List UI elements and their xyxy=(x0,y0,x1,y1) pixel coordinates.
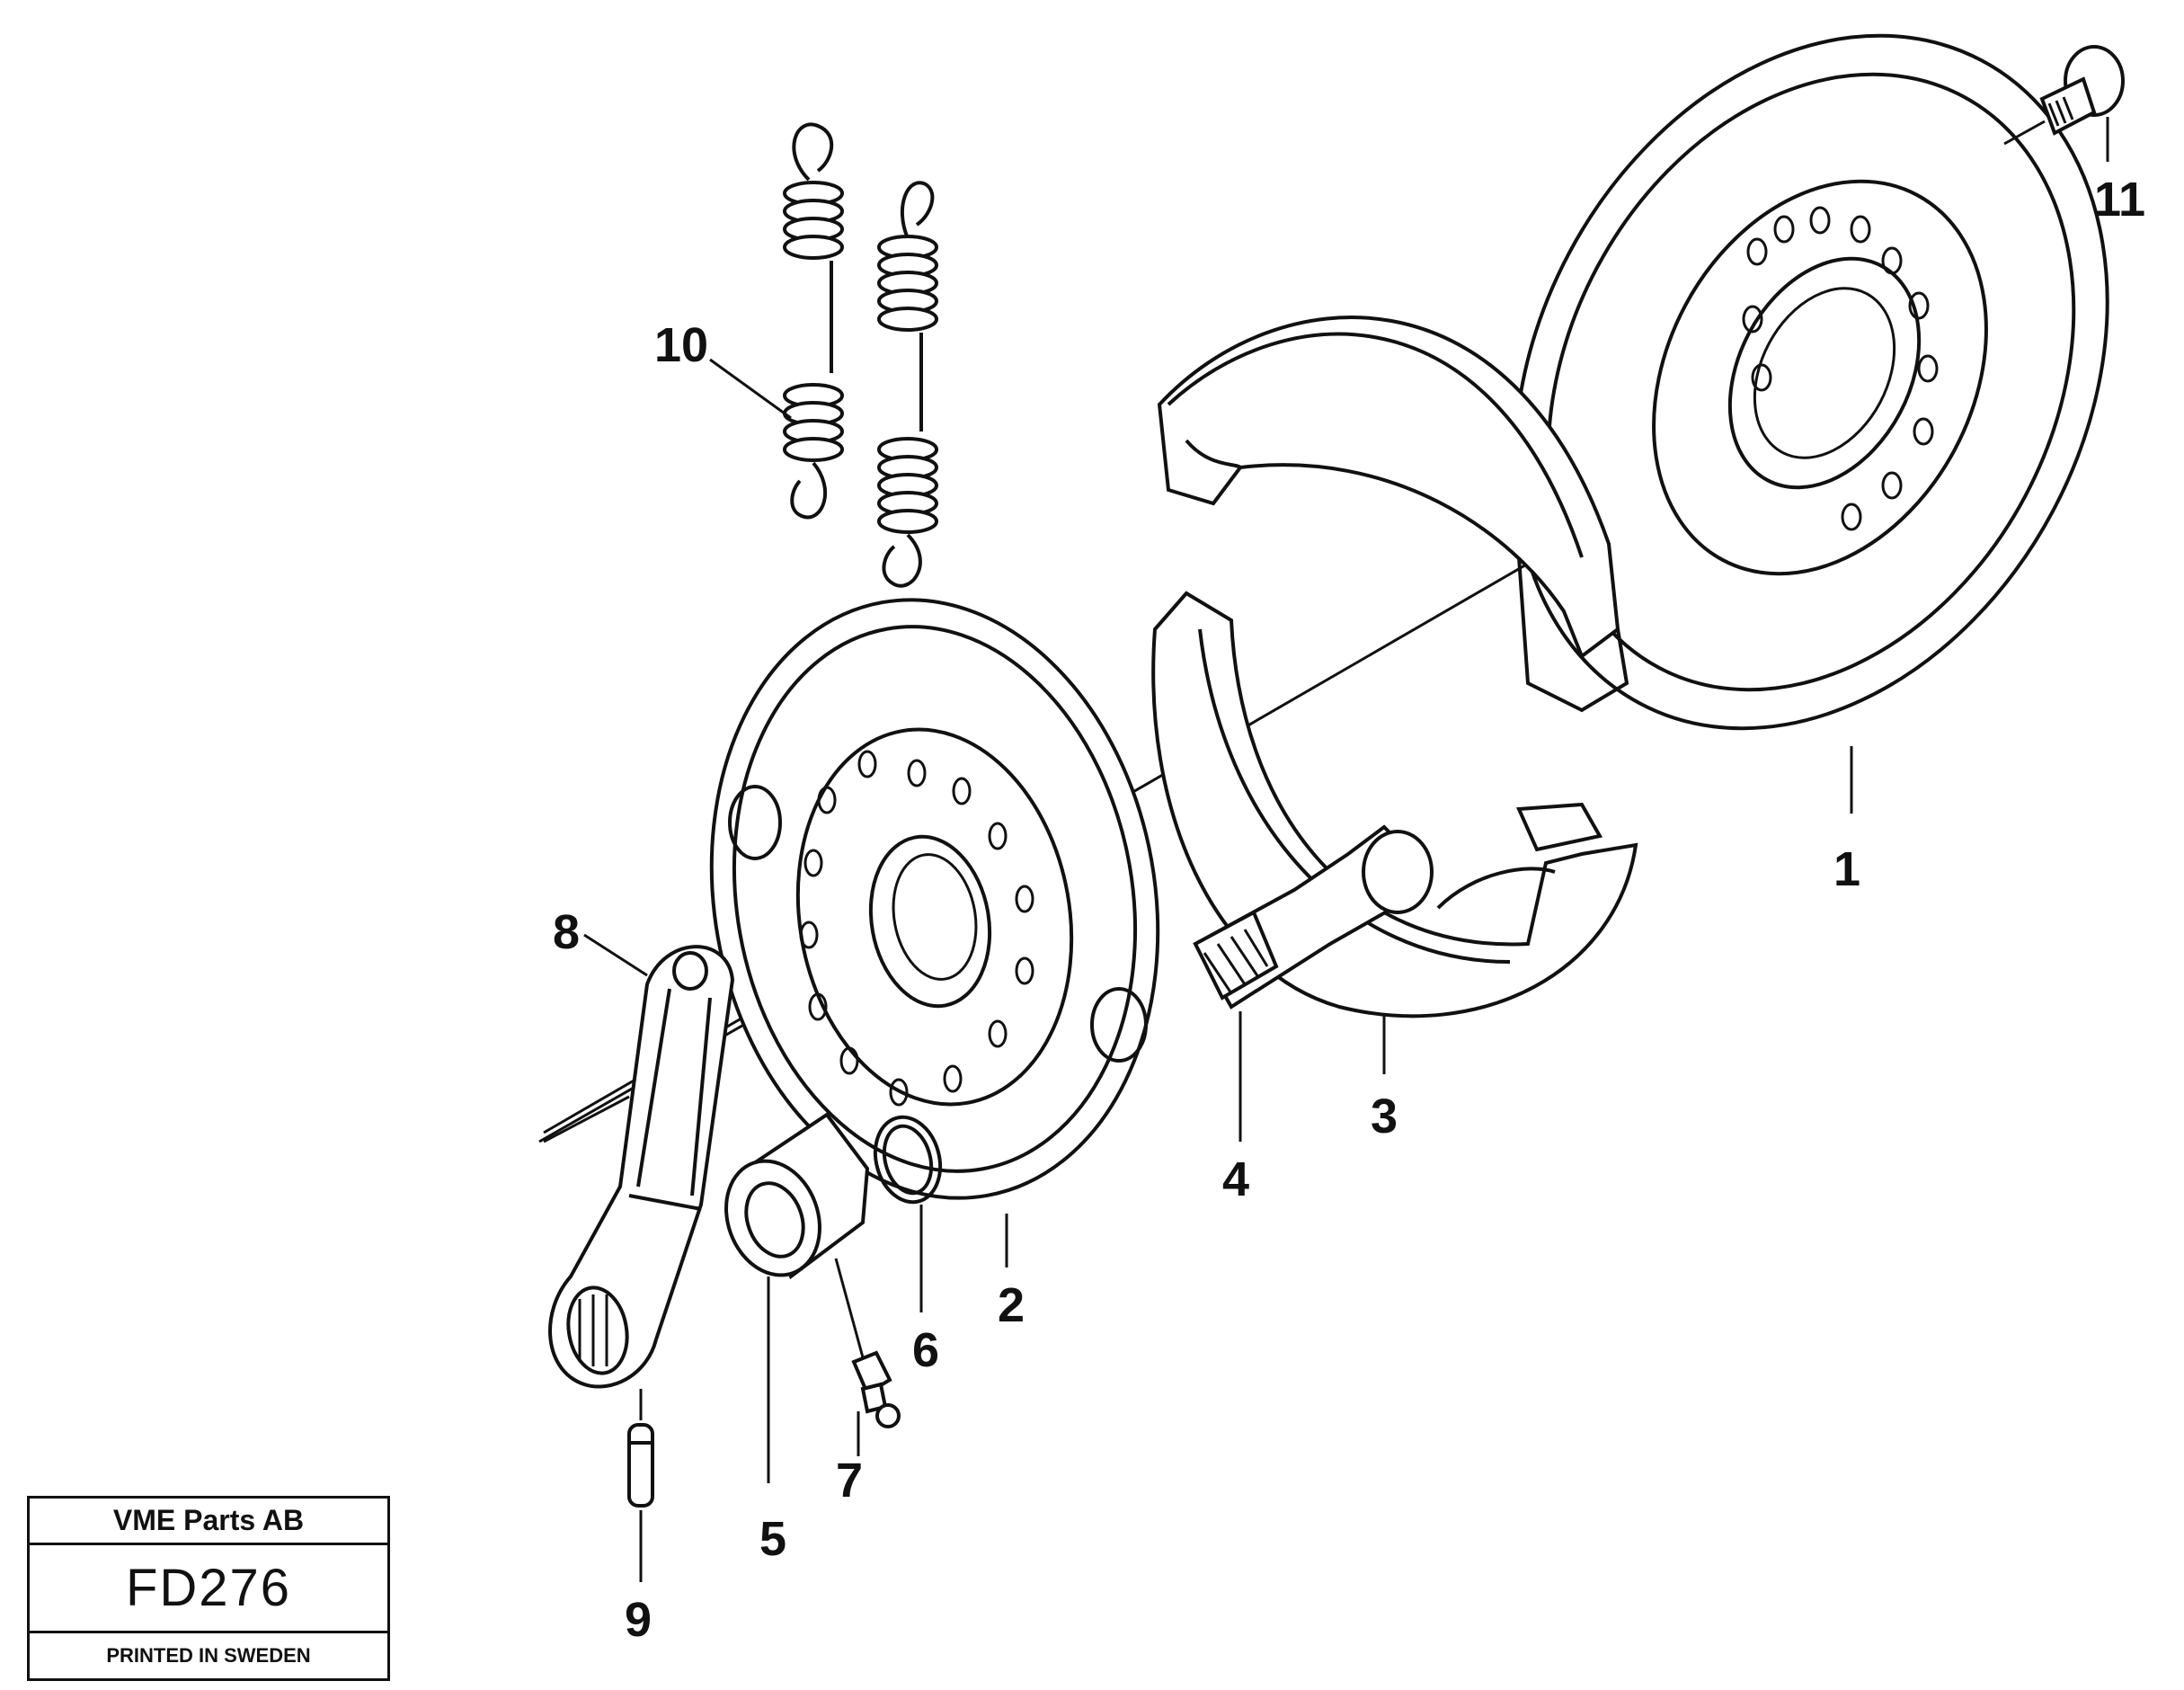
title-block-company: VME Parts AB xyxy=(30,1499,387,1545)
brake-camshaft xyxy=(1193,824,1434,1142)
callout-8: 8 xyxy=(553,905,580,959)
backing-plate xyxy=(709,598,1160,1268)
callout-10: 10 xyxy=(654,318,708,372)
brake-drum xyxy=(1513,33,2109,731)
callout-3: 3 xyxy=(1371,1090,1398,1143)
callout-6: 6 xyxy=(912,1323,939,1377)
callout-7: 7 xyxy=(836,1454,863,1508)
bushing xyxy=(724,1112,870,1483)
brake-shoe-upper xyxy=(1157,316,1629,713)
title-block: VME Parts AB FD276 PRINTED IN SWEDEN xyxy=(27,1496,390,1681)
return-springs xyxy=(709,122,938,588)
title-block-printed: PRINTED IN SWEDEN xyxy=(106,1644,311,1667)
callout-5: 5 xyxy=(759,1512,786,1566)
title-block-drawing-code: FD276 xyxy=(30,1545,387,1633)
grease-nipple xyxy=(851,1350,901,1456)
pin xyxy=(627,1389,654,1582)
lever-arm xyxy=(543,933,735,1389)
callout-9: 9 xyxy=(625,1593,652,1647)
drum-bolt-holes xyxy=(1742,206,1939,531)
plate-bolt-holes xyxy=(799,750,1034,1107)
drum-screw xyxy=(2003,45,2125,146)
callouts: 1 2 3 4 5 6 7 8 9 10 11 xyxy=(553,173,2145,1647)
o-ring xyxy=(873,1115,943,1312)
callout-2: 2 xyxy=(998,1278,1025,1332)
callout-4: 4 xyxy=(1222,1152,1249,1206)
callout-leaders xyxy=(1850,117,2109,814)
callout-11: 11 xyxy=(2094,173,2145,227)
callout-1: 1 xyxy=(1833,842,1860,896)
